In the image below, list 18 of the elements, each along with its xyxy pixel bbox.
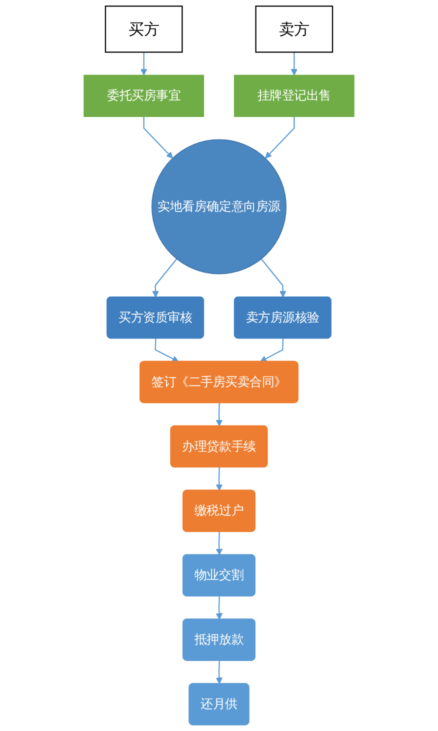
arrow — [216, 468, 223, 491]
arrow — [216, 532, 223, 556]
arrow — [260, 258, 286, 298]
arrow — [143, 116, 173, 159]
node-circle: 实地看房确定意向房源 — [152, 139, 286, 274]
arrow — [140, 52, 148, 76]
arrow — [260, 338, 284, 362]
node-box: 挂牌登记出售 — [234, 74, 354, 117]
node-box: 卖方 — [255, 6, 334, 53]
arrow — [216, 660, 223, 684]
arrow — [290, 52, 298, 76]
node-box: 买方 — [104, 6, 183, 53]
arrow — [152, 258, 178, 298]
node-box: 委托买房事宜 — [84, 74, 204, 117]
arrow — [154, 338, 179, 362]
arrow — [216, 403, 223, 426]
arrow — [216, 596, 223, 620]
arrow — [265, 116, 295, 159]
